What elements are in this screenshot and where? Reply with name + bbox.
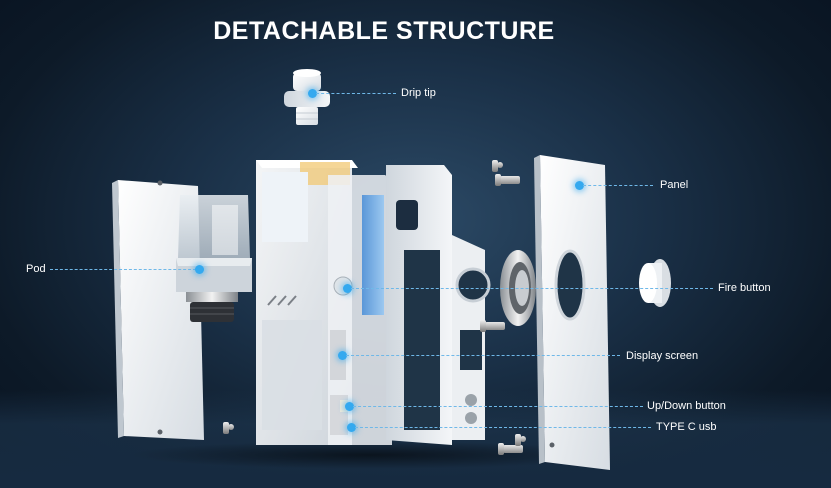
drip-tip-leader (316, 93, 396, 94)
display-screen-label: Display screen (626, 350, 699, 362)
drip-tip-part (284, 69, 330, 125)
panel-label: Panel (660, 179, 689, 191)
pod-part (176, 195, 252, 322)
pod-marker (195, 265, 204, 274)
screw-bottom-1 (498, 443, 523, 455)
fire-button-leader (351, 288, 713, 289)
inner-plate-part (452, 235, 491, 440)
display-screen-leader (346, 355, 620, 356)
typec-usb-marker (347, 423, 356, 432)
screw-mid (480, 320, 505, 332)
updown-button-marker (345, 402, 354, 411)
screw-top-1 (495, 174, 520, 186)
bezel-frame-part (386, 165, 452, 445)
panel-marker (575, 181, 584, 190)
inner-frame-part (328, 175, 392, 445)
panel-leader (583, 185, 653, 186)
screw-bottom-2 (515, 434, 526, 446)
typec-usb-label: TYPE C usb (656, 421, 717, 433)
page-title: DETACHABLE STRUCTURE (213, 17, 555, 45)
updown-button-label: Up/Down button (647, 400, 726, 412)
typec-usb-leader (355, 427, 651, 428)
fire-button-marker (343, 284, 352, 293)
outer-panel-part (534, 155, 610, 470)
updown-button-leader (353, 406, 643, 407)
pod-leader (50, 269, 196, 270)
drip-tip-label: Drip tip (401, 87, 436, 99)
pod-label: Pod (26, 263, 46, 275)
drip-tip-marker (308, 89, 317, 98)
screw-left (223, 422, 234, 434)
fire-button-cap-part (639, 259, 671, 307)
screw-top-2 (492, 160, 503, 172)
display-screen-marker (338, 351, 347, 360)
fire-button-label: Fire button (718, 282, 771, 294)
